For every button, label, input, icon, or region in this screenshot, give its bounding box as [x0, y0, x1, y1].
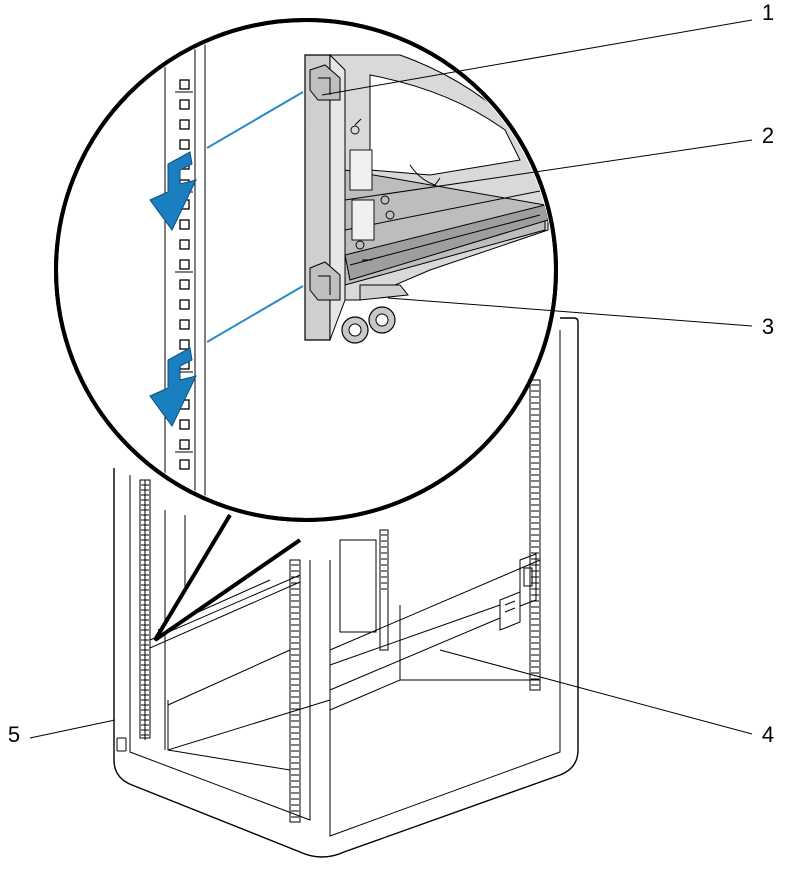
callout-1-label: 1: [762, 0, 774, 25]
left-front-post-holes: [141, 484, 149, 736]
magnified-detail-view: [54, 18, 558, 642]
down-arrow-top-icon: [149, 151, 197, 231]
rack-cabinet: [113, 317, 579, 858]
callout-5-label: 5: [8, 722, 20, 747]
guide-line-top: [206, 91, 304, 149]
callout-labels: 1 2 3 4 5: [8, 0, 774, 747]
callout-2-label: 2: [762, 123, 774, 148]
down-arrow-bottom-icon: [149, 347, 197, 427]
right-rear-post-holes: [531, 384, 539, 686]
guide-line-bottom: [206, 285, 304, 343]
callout-leaders: [29, 19, 753, 739]
callout-3-label: 3: [762, 314, 774, 339]
callout-4-label: 4: [762, 722, 774, 747]
middle-post-holes: [291, 564, 299, 818]
mounted-rails: [149, 553, 541, 666]
cabinet-lock-icon: [116, 737, 127, 752]
